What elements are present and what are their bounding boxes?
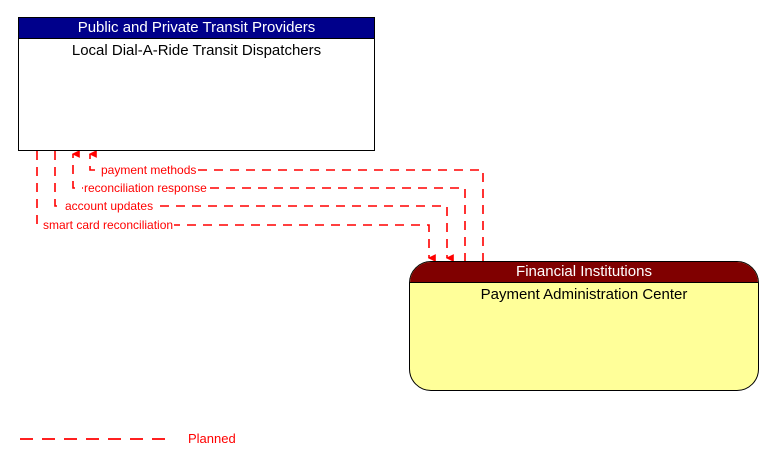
node-payment-admin-title: Payment Administration Center	[480, 286, 688, 303]
node-transit-dispatchers-header: Public and Private Transit Providers	[19, 18, 374, 39]
flow-line-reconciliation-response	[71, 150, 466, 262]
flow-line-payment-methods	[88, 150, 484, 262]
legend-label-planned: Planned	[188, 431, 236, 446]
flow-label-reconciliation-response: reconciliation response	[83, 181, 208, 195]
flow-label-smart-card-reconciliation: smart card reconciliation	[42, 218, 175, 232]
legend: Planned	[18, 430, 318, 450]
node-transit-dispatchers-title: Local Dial-A-Ride Transit Dispatchers	[71, 42, 322, 59]
flow-line-smart-card-reconciliation	[36, 151, 436, 262]
flow-label-payment-methods: payment methods	[100, 163, 198, 177]
node-payment-administration-center[interactable]: Financial Institutions Payment Administr…	[409, 261, 759, 391]
node-transit-dispatchers[interactable]: Public and Private Transit Providers Loc…	[18, 17, 375, 151]
node-payment-admin-header: Financial Institutions	[410, 262, 758, 283]
flow-line-account-updates	[54, 151, 454, 262]
flow-label-account-updates: account updates	[64, 199, 155, 213]
